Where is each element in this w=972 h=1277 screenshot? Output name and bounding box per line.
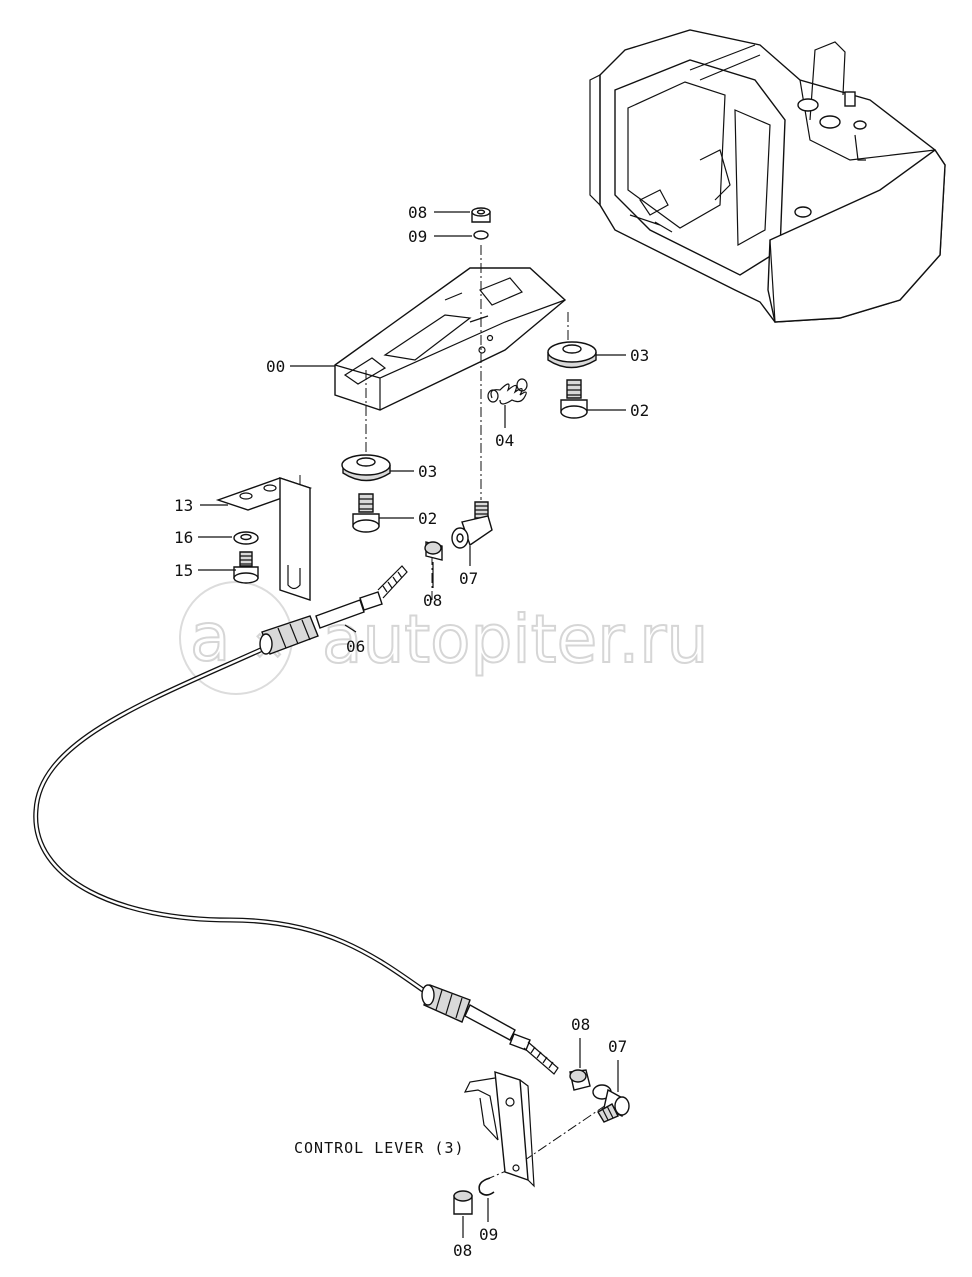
- label-16: 16: [174, 528, 193, 547]
- label-03-left: 03: [418, 462, 437, 481]
- label-09-bottom: 09: [479, 1225, 498, 1244]
- label-08-mid: 08: [423, 591, 442, 610]
- part-06-control-cable: [33, 565, 559, 1075]
- part-08-nut-mid: [424, 541, 443, 561]
- label-13: 13: [174, 496, 193, 515]
- part-08-nut-top: [471, 207, 491, 223]
- control-lever: [463, 1071, 535, 1188]
- part-08-nut-bottom: [453, 1190, 473, 1215]
- label-08-low: 08: [571, 1015, 590, 1034]
- watermark-text: autopiter.ru: [322, 601, 708, 678]
- part-08-nut-low: [569, 1069, 591, 1091]
- part-07-ball-joint-mid: [451, 501, 493, 549]
- control-lever-caption: CONTROL LEVER (3): [294, 1139, 465, 1157]
- label-15: 15: [174, 561, 193, 580]
- label-06: 06: [346, 637, 365, 656]
- part-02-bolt-left: [352, 493, 380, 533]
- part-03-grommet-left: [341, 454, 391, 482]
- part-13-bracket: [215, 477, 313, 601]
- part-15-bolt: [233, 551, 259, 584]
- part-02-bolt-right: [560, 379, 588, 419]
- part-09-washer-top: [473, 230, 489, 240]
- label-leader-lines: [198, 211, 626, 1238]
- part-16-washer: [233, 531, 259, 545]
- label-04: 04: [495, 431, 514, 450]
- part-09-e-clip-bottom: [478, 1177, 495, 1196]
- label-07-mid: 07: [459, 569, 478, 588]
- label-00: 00: [266, 357, 285, 376]
- label-02-right: 02: [630, 401, 649, 420]
- part-00-mounting-plate: [334, 267, 567, 411]
- label-07-low: 07: [608, 1037, 627, 1056]
- part-03-grommet-right: [547, 341, 597, 369]
- label-02-left: 02: [418, 509, 437, 528]
- part-07-ball-joint-low: [592, 1084, 630, 1123]
- part-04-spring: [487, 378, 528, 405]
- label-08-top: 08: [408, 203, 427, 222]
- label-03-right: 03: [630, 346, 649, 365]
- excavator-cab-illustration: [589, 29, 946, 323]
- label-08-bottom: 08: [453, 1241, 472, 1260]
- label-09-top: 09: [408, 227, 427, 246]
